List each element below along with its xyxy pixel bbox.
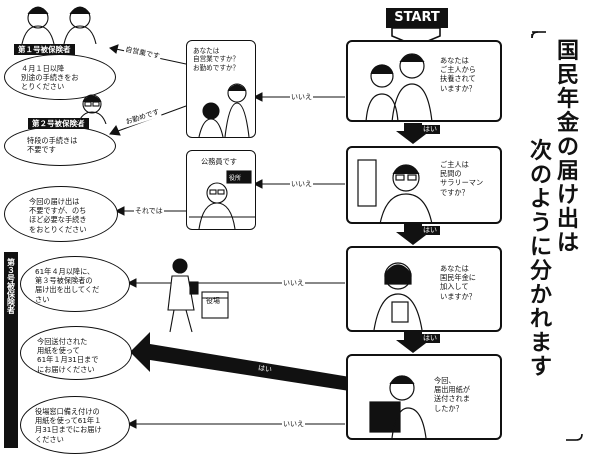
question-text-2: ご主人は 民間の サラリーマン ですか？: [440, 160, 484, 197]
result-bubble-2: 特段の手続きは 不要です: [4, 126, 116, 166]
question-panel-3: あなたは 国民年金に 加入して いますか？: [346, 246, 502, 332]
page-title-line-2: 次のように分かれます: [529, 139, 552, 380]
salaryman-illustration: [357, 159, 433, 224]
office-sign: 役所: [229, 175, 242, 182]
question-panel-1: あなたは ご主人から 扶養されて いますか？: [346, 40, 502, 122]
walking-woman-illustration: [167, 258, 229, 333]
result-bubble-3: 今回の届け出は 不要ですが、のち ほど必要な手続き をおとりください: [4, 186, 118, 242]
edge-label-hai-4: はい: [257, 363, 273, 375]
result-label-2: 第２号被保険者: [28, 118, 89, 129]
result-text-3: 今回の届け出は 不要ですが、のち ほど必要な手続き をおとりください: [29, 197, 87, 234]
subquestion-panel-1: あなたは 自営業ですか？ お勤めですか？: [186, 40, 256, 138]
subquestion-text-1: あなたは 自営業ですか？ お勤めですか？: [193, 47, 240, 72]
woman-card-illustration: [373, 262, 423, 330]
edge-label-iie-2: いいえ: [290, 179, 313, 189]
woman-form-illustration: [369, 375, 427, 438]
start-label: START: [394, 10, 440, 25]
result-text-6: 役場窓口備え付けの 用紙を使って61年１ 月31日までにお届け ください: [35, 407, 102, 444]
result-text-5: 今回送付された 用紙を使って 61年１月31日まで にお届けください: [37, 337, 99, 374]
glasses-woman-illustration: [77, 94, 107, 124]
edge-label-soredewa: それでは: [134, 206, 164, 216]
question-panel-4: 今回、 届出用紙が 送付されま したか？: [346, 354, 502, 440]
thick-arrow: [130, 332, 356, 392]
edge-label-iie-1: いいえ: [290, 92, 313, 102]
couple-illustration: [365, 53, 433, 122]
question-text-1: あなたは ご主人から 扶養されて いますか？: [440, 56, 476, 93]
workers-illustration: [21, 6, 97, 44]
edge-label-hai-3: はい: [420, 334, 440, 343]
result-bubble-5: 今回送付された 用紙を使って 61年１月31日まで にお届けください: [20, 326, 132, 380]
page-title-line-1: 国民年金の届け出は: [556, 39, 579, 256]
subquestion-panel-2: 公務員です 役所: [186, 150, 256, 230]
office-label: 役場: [206, 297, 220, 305]
edge-label-iie-4: いいえ: [282, 419, 305, 429]
hairdresser-illustration: [198, 83, 250, 137]
result-bubble-4: 61年４月以降に、 第３号被保険者の 届け出を出してくだ さい: [20, 256, 130, 312]
result-bubble-1: ４月１日以降 別途の手続きをお とりください: [4, 54, 116, 100]
third-category-label: 第３号被保険者: [4, 252, 18, 448]
question-panel-2: ご主人は 民間の サラリーマン ですか？: [346, 146, 502, 224]
edge-label-iie-3: いいえ: [282, 278, 305, 288]
edge-label-hai-1: はい: [420, 125, 440, 134]
result-bubble-6: 役場窓口備え付けの 用紙を使って61年１ 月31日までにお届け ください: [20, 396, 130, 454]
civil-servant-illustration: [189, 170, 255, 229]
question-text-4: 今回、 届出用紙が 送付されま したか？: [434, 376, 470, 413]
question-text-3: あなたは 国民年金に 加入して いますか？: [440, 264, 476, 301]
result-label-1: 第１号被保険者: [14, 44, 75, 55]
edge-label-hai-2: はい: [420, 226, 440, 235]
result-text-4: 61年４月以降に、 第３号被保険者の 届け出を出してくだ さい: [35, 267, 100, 304]
result-text-2: 特段の手続きは 不要です: [27, 136, 78, 155]
result-text-1: ４月１日以降 別途の手続きをお とりください: [21, 64, 79, 92]
subquestion-text-2: 公務員です: [201, 157, 237, 166]
start-banner: START: [386, 8, 448, 28]
